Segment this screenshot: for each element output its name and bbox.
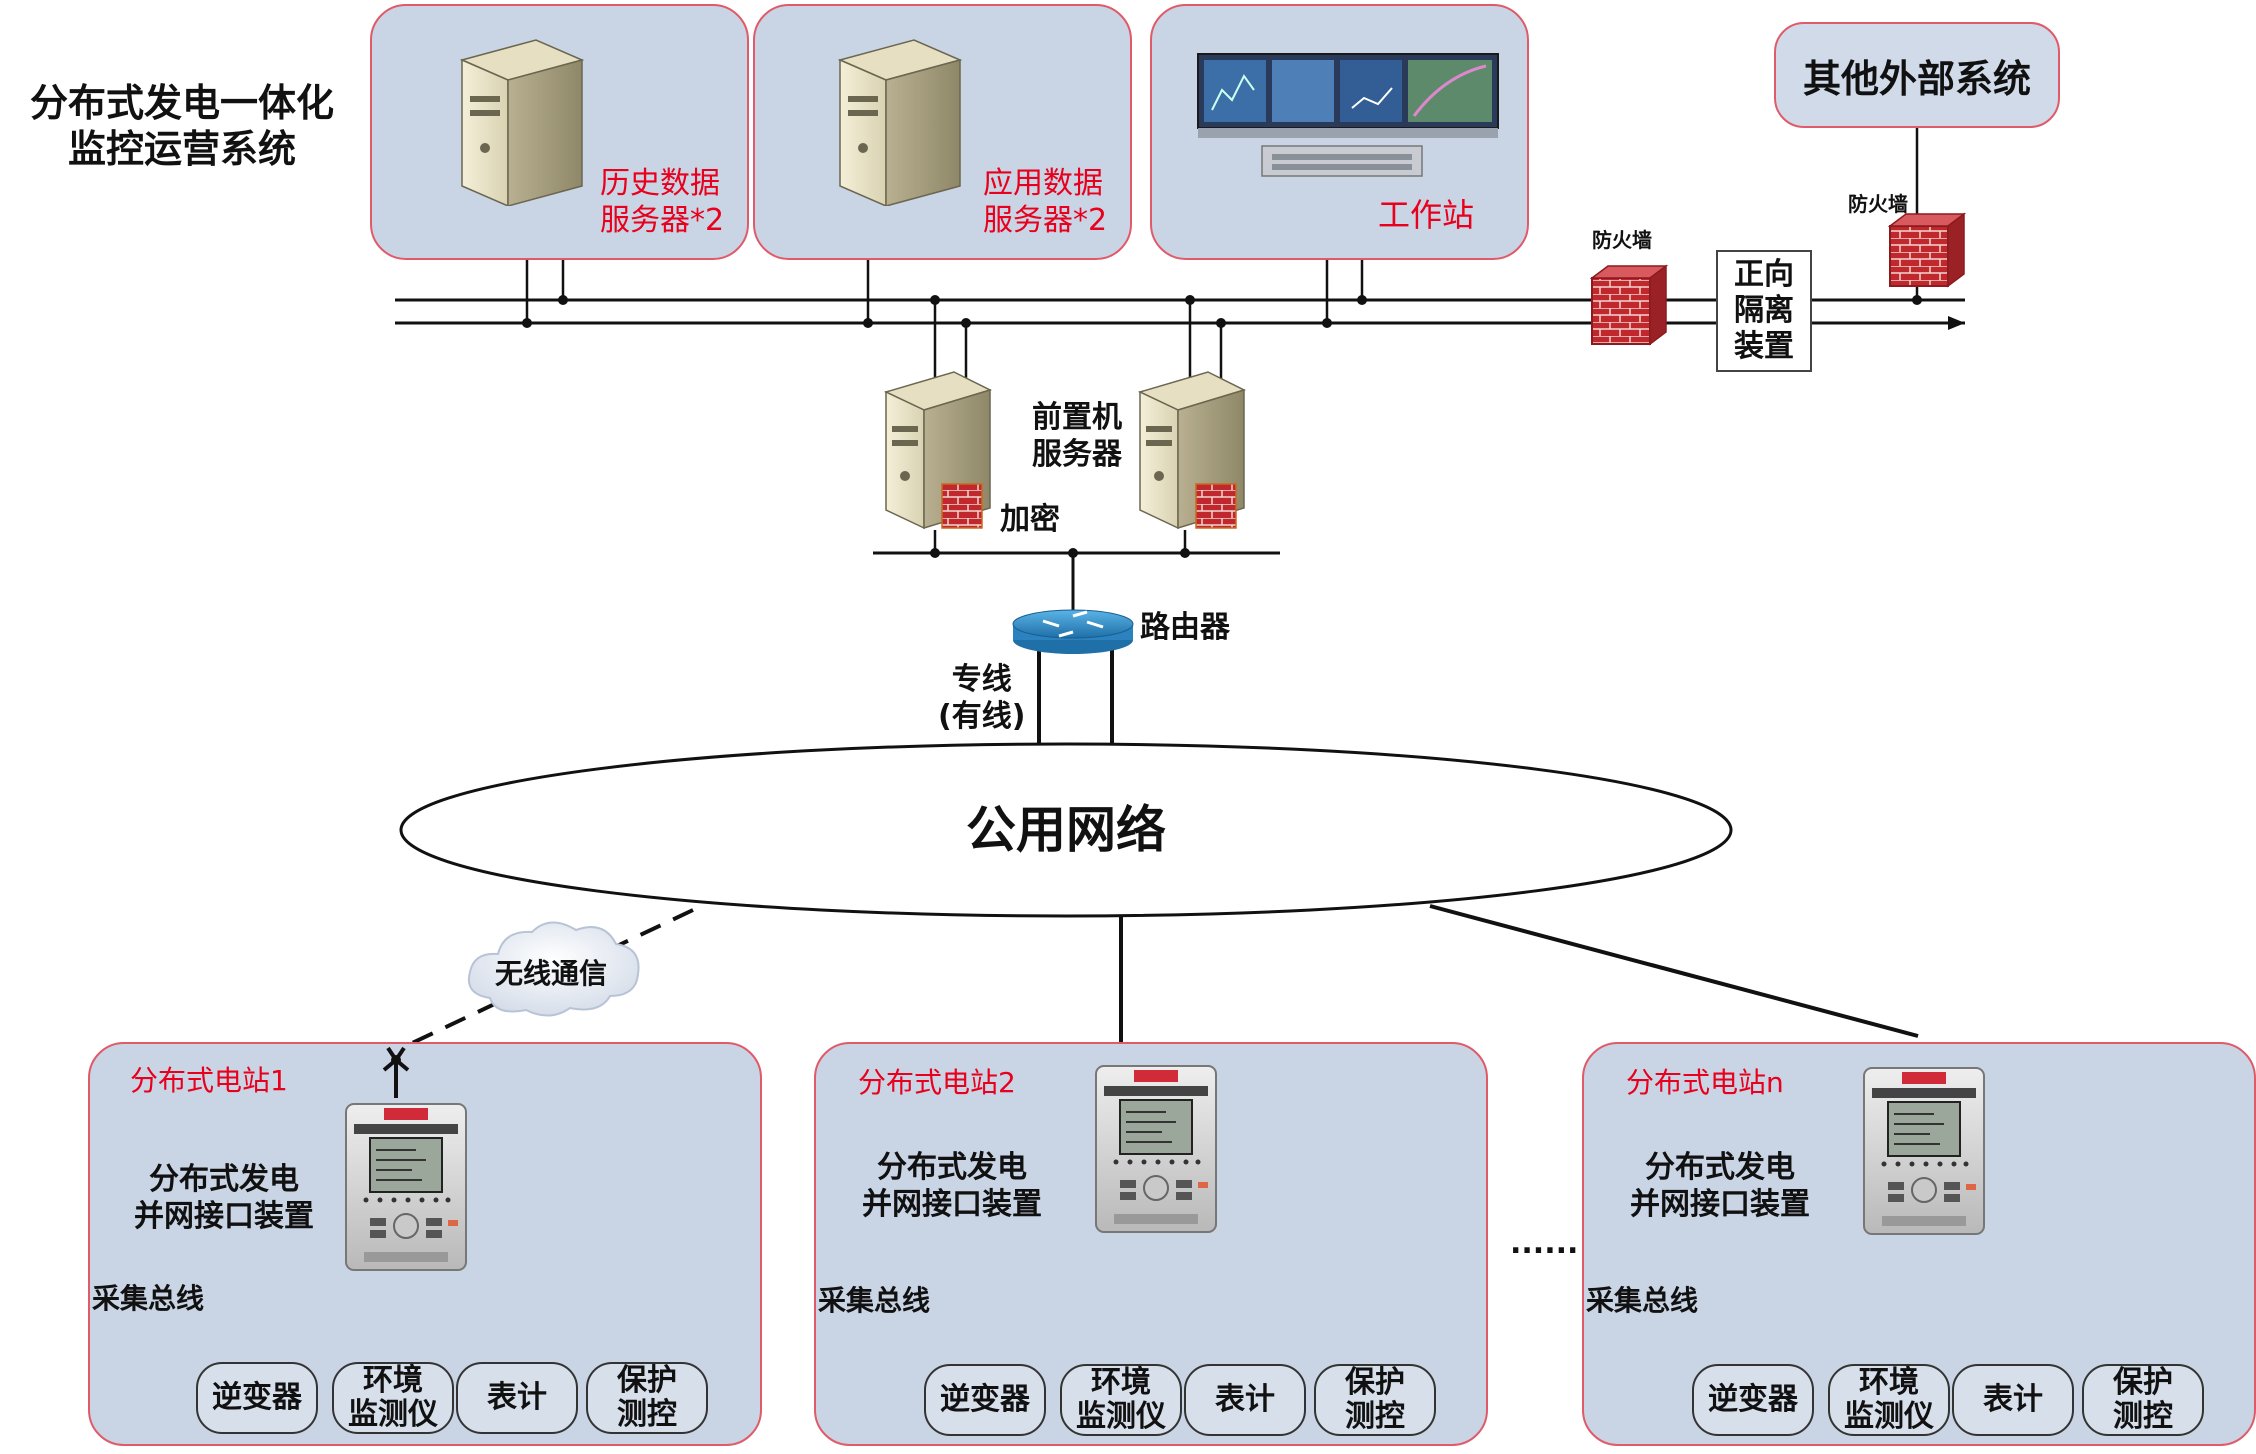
station-n-bus-label: 采集总线 bbox=[1586, 1284, 1699, 1317]
application-server-label-line1: 应用数据 bbox=[983, 166, 1103, 201]
firewall-left-label: 防火墙 bbox=[1592, 228, 1652, 252]
station-2-device-line1: 分布式发电 bbox=[877, 1150, 1027, 1185]
station-2-protection: 保护测控 bbox=[1314, 1364, 1436, 1436]
station-1-protection-l1: 保护 bbox=[617, 1362, 677, 1398]
station-n-protection: 保护测控 bbox=[2082, 1364, 2204, 1436]
station-1-device-label: 分布式发电 并网接口装置 bbox=[134, 1162, 314, 1235]
station-n-device-line2: 并网接口装置 bbox=[1630, 1186, 1810, 1222]
stations-ellipsis: ...... bbox=[1510, 1226, 1579, 1261]
frontend-server-icon-2 bbox=[1137, 371, 1247, 530]
history-server-label: 历史数据 服务器*2 bbox=[600, 166, 724, 239]
station-n-device-line1: 分布式发电 bbox=[1645, 1150, 1795, 1185]
wireless-cloud-icon bbox=[468, 921, 640, 1017]
encrypt-label: 加密 bbox=[1000, 502, 1060, 537]
frontend-server-label-line1: 前置机 bbox=[1032, 400, 1122, 435]
station-n-meter: 表计 bbox=[1952, 1364, 2074, 1436]
station-2-env-monitor-l1: 环境 bbox=[1091, 1364, 1151, 1400]
workstation-label: 工作站 bbox=[1378, 196, 1475, 234]
router-icon bbox=[1012, 609, 1134, 654]
station-n-device-label: 分布式发电 并网接口装置 bbox=[1630, 1150, 1810, 1223]
history-server-icon bbox=[459, 39, 585, 206]
station-2-meter: 表计 bbox=[1184, 1364, 1306, 1436]
history-server-label-line1: 历史数据 bbox=[600, 166, 720, 201]
station-n-env-monitor-l2: 监测仪 bbox=[1844, 1399, 1934, 1434]
system-title-line2: 监控运营系统 bbox=[67, 127, 296, 172]
application-server-label: 应用数据 服务器*2 bbox=[983, 166, 1107, 239]
frontend-server-label-line2: 服务器 bbox=[1032, 436, 1122, 472]
station-1-antenna-icon bbox=[382, 1046, 410, 1098]
station-2-inverter: 逆变器 bbox=[924, 1364, 1046, 1436]
station-2-bus-label: 采集总线 bbox=[818, 1284, 931, 1317]
dedicated-line-label-line2: (有线) bbox=[938, 698, 1026, 734]
station-1-inverter-l1: 逆变器 bbox=[212, 1379, 302, 1415]
wireless-label: 无线通信 bbox=[495, 957, 608, 990]
station-1-env-monitor-l2: 监测仪 bbox=[348, 1397, 438, 1432]
station-1-meter-l1: 表计 bbox=[487, 1379, 547, 1415]
station-n-env-monitor-l1: 环境 bbox=[1859, 1364, 1919, 1400]
public-network-ellipse bbox=[399, 742, 1733, 918]
station-n-protection-l1: 保护 bbox=[2113, 1364, 2173, 1400]
workstation-icon bbox=[1197, 53, 1499, 177]
station-2-protection-l1: 保护 bbox=[1345, 1364, 1405, 1400]
station-1-protection: 保护测控 bbox=[586, 1362, 708, 1434]
station-2-inverter-l1: 逆变器 bbox=[940, 1381, 1030, 1417]
station-1-device-line1: 分布式发电 bbox=[149, 1162, 299, 1197]
station-n-inverter: 逆变器 bbox=[1692, 1364, 1814, 1436]
history-server-label-line2: 服务器*2 bbox=[600, 202, 725, 238]
station-1-device-line2: 并网接口装置 bbox=[134, 1198, 314, 1234]
application-server-label-line2: 服务器*2 bbox=[983, 202, 1108, 238]
router-label: 路由器 bbox=[1140, 610, 1230, 645]
isolator-line1: 正向 bbox=[1734, 257, 1794, 292]
isolator-line2: 隔离 bbox=[1734, 293, 1794, 328]
forward-isolator-box: 正向 隔离 装置 bbox=[1716, 250, 1812, 372]
station-1-env-monitor: 环境监测仪 bbox=[332, 1362, 454, 1434]
station-1-protection-l2: 测控 bbox=[617, 1397, 677, 1432]
system-title: 分布式发电一体化 监控运营系统 bbox=[22, 80, 342, 173]
bus-arrow bbox=[1948, 316, 1965, 330]
firewall-right-label: 防火墙 bbox=[1848, 192, 1908, 216]
station-2-name: 分布式电站2 bbox=[858, 1066, 1016, 1099]
frontend-server-icon-1 bbox=[883, 371, 993, 530]
station-2-protection-l2: 测控 bbox=[1345, 1399, 1405, 1434]
firewall-left-icon bbox=[1591, 277, 1651, 345]
system-title-line1: 分布式发电一体化 bbox=[29, 81, 334, 125]
dedicated-line-label-line1: 专线 bbox=[951, 662, 1012, 697]
station-1-meter: 表计 bbox=[456, 1362, 578, 1434]
station-n-env-monitor: 环境监测仪 bbox=[1828, 1364, 1950, 1436]
station-n-protection-l2: 测控 bbox=[2113, 1399, 2173, 1434]
station-1-bus-label: 采集总线 bbox=[92, 1282, 205, 1315]
station-2-interface-device-icon bbox=[1095, 1065, 1217, 1233]
isolator-line3: 装置 bbox=[1734, 329, 1794, 364]
station-2-device-line2: 并网接口装置 bbox=[862, 1186, 1042, 1222]
firewall-right-icon bbox=[1889, 225, 1949, 287]
station-n-inverter-l1: 逆变器 bbox=[1708, 1381, 1798, 1417]
external-system-box: 其他外部系统 bbox=[1774, 22, 2060, 128]
application-server-icon bbox=[837, 39, 963, 206]
frontend-server-label: 前置机 服务器 bbox=[1032, 400, 1122, 473]
station-2-meter-l1: 表计 bbox=[1215, 1381, 1275, 1417]
station-2-device-label: 分布式发电 并网接口装置 bbox=[862, 1150, 1042, 1223]
station-1-env-monitor-l1: 环境 bbox=[363, 1362, 423, 1398]
station-n-meter-l1: 表计 bbox=[1983, 1381, 2043, 1417]
public-network-label: 公用网络 bbox=[966, 801, 1166, 859]
dedicated-line-label: 专线 (有线) bbox=[938, 662, 1025, 735]
station-n-name: 分布式电站n bbox=[1626, 1066, 1784, 1099]
station-1-inverter: 逆变器 bbox=[196, 1362, 318, 1434]
station-n-interface-device-icon bbox=[1863, 1067, 1985, 1235]
station-1-name: 分布式电站1 bbox=[130, 1064, 288, 1097]
station-1-interface-device-icon bbox=[345, 1103, 467, 1271]
station-2-env-monitor: 环境监测仪 bbox=[1060, 1364, 1182, 1436]
station-2-env-monitor-l2: 监测仪 bbox=[1076, 1399, 1166, 1434]
